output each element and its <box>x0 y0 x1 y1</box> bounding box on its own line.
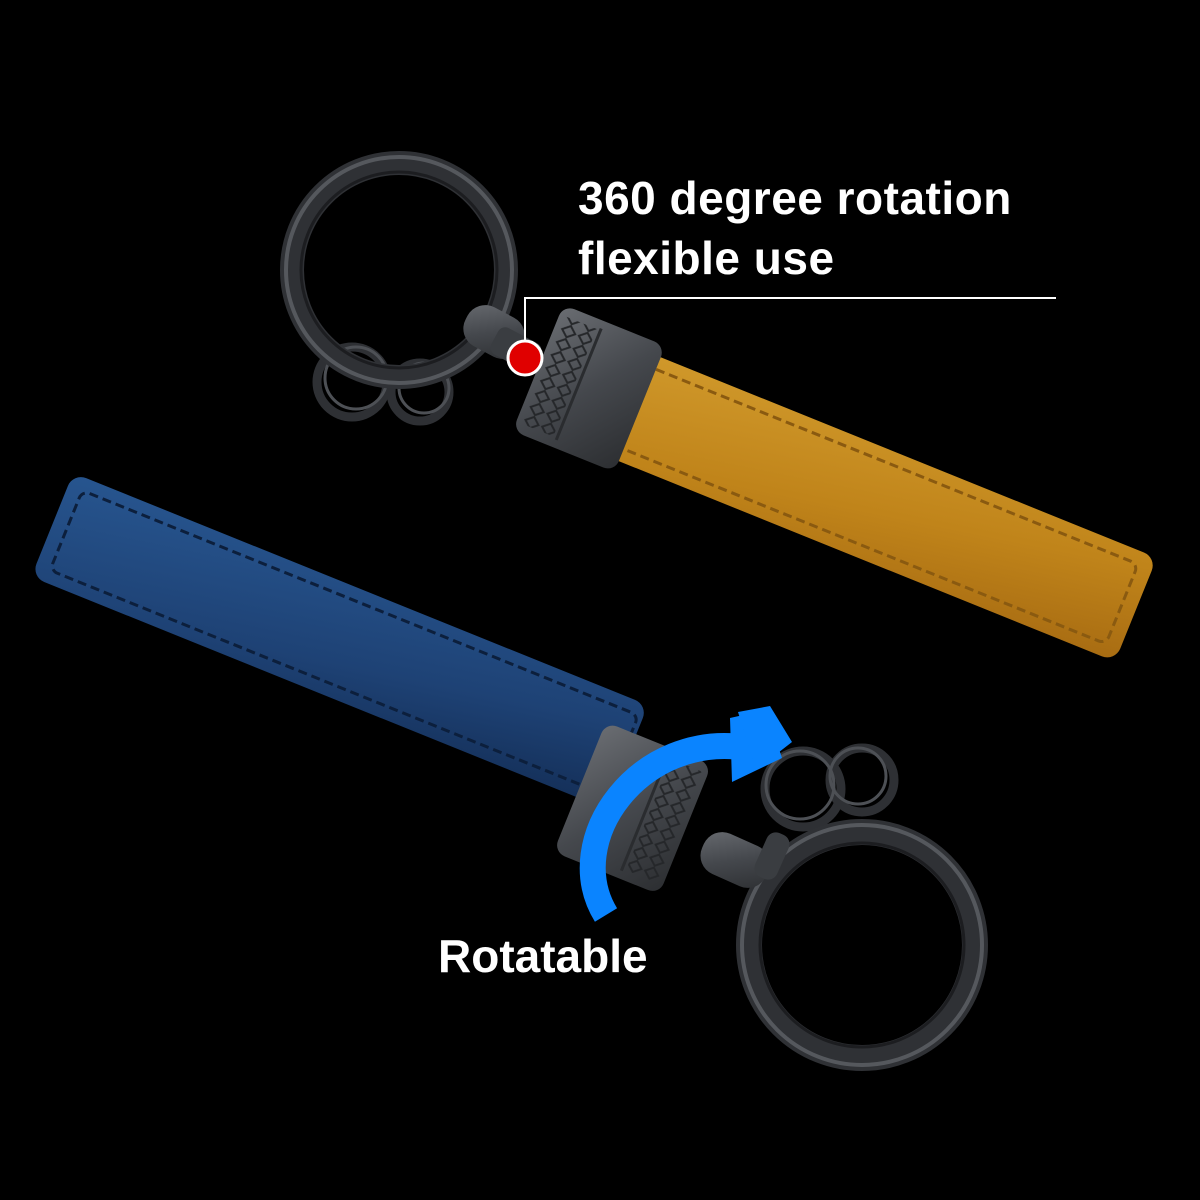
rotation-arrow-icon <box>579 706 792 922</box>
feature-caption: 360 degree rotation flexible use <box>578 168 1012 288</box>
large-ring-bottom <box>736 819 988 1071</box>
feature-caption-line2: flexible use <box>578 232 835 284</box>
feature-caption-line1: 360 degree rotation <box>578 172 1012 224</box>
rotatable-label: Rotatable <box>438 930 648 982</box>
red-dot-marker-icon <box>506 339 544 377</box>
swivel-link-bottom <box>700 832 790 888</box>
metal-clasp-top <box>516 308 662 469</box>
small-split-rings-bottom <box>760 743 899 832</box>
callout-leader-line <box>524 297 1056 358</box>
large-ring-top <box>280 151 518 389</box>
blue-leather-strap <box>35 477 644 805</box>
